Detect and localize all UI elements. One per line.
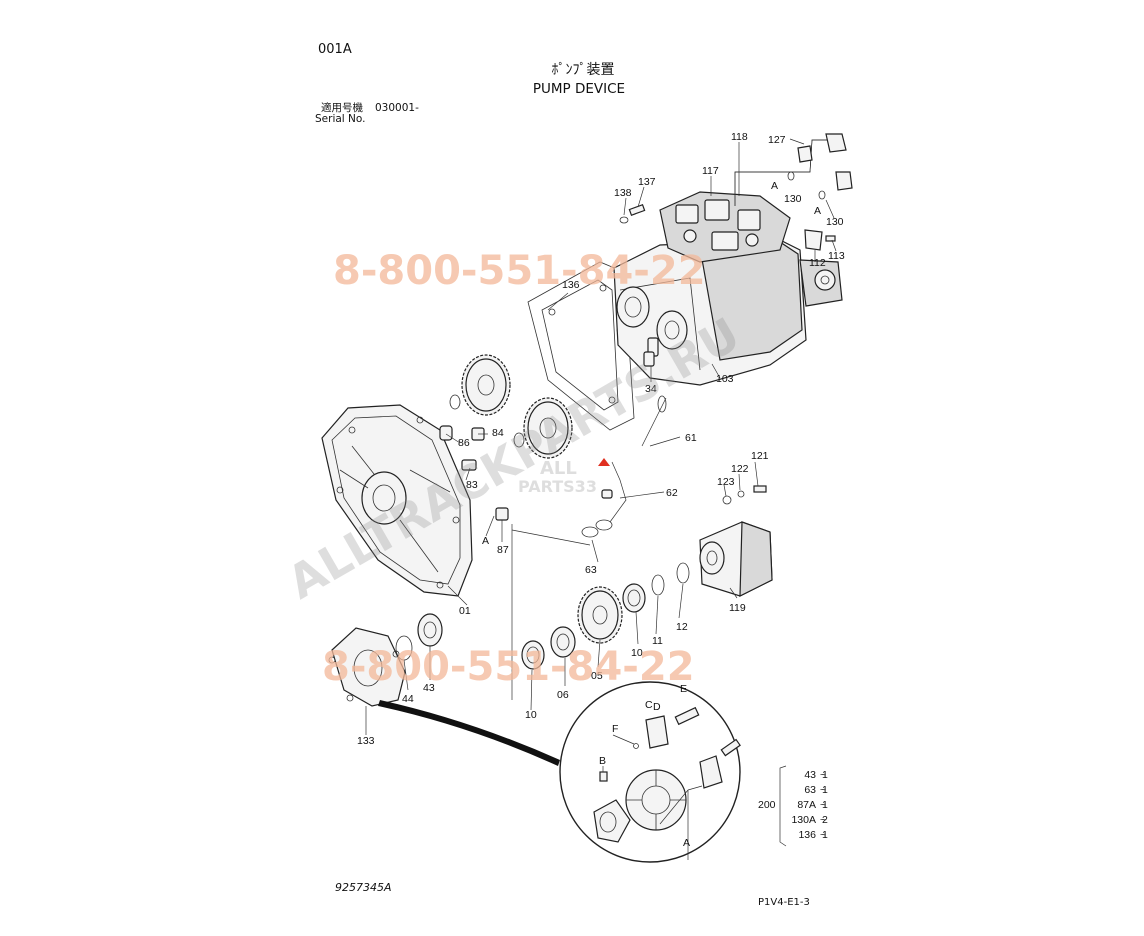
detail-callout-A: A <box>683 837 690 849</box>
callout-86: 86 <box>458 437 470 449</box>
kit-item-sep: ~ <box>820 784 826 796</box>
callout-01: 01 <box>459 605 471 617</box>
detail-view <box>378 681 741 863</box>
callout-127: 127 <box>768 134 786 146</box>
title-english: PUMP DEVICE <box>533 81 625 97</box>
callout-06: 06 <box>557 689 569 701</box>
spline-06 <box>550 626 576 658</box>
gear-pump-119 <box>699 521 773 597</box>
main-pump-assembly <box>527 133 853 431</box>
bearing-10 <box>521 640 545 670</box>
coupling-133 <box>328 613 443 707</box>
detail-callout-E: E <box>680 683 687 695</box>
callout-138: 138 <box>614 187 632 199</box>
callout-83: 83 <box>466 479 478 491</box>
detail-pointer <box>378 700 560 766</box>
gear-05 <box>577 586 623 644</box>
leader-lines <box>365 138 837 735</box>
kit-item-part: 130A <box>791 814 816 826</box>
kit-item-sep: ~ <box>820 814 826 826</box>
detail-callout-F: F <box>612 723 618 735</box>
watermark-logo-mark <box>598 458 610 466</box>
callout-113: 113 <box>828 250 845 262</box>
kit-item-qty: 1 <box>822 799 828 811</box>
detail-callout-B: B <box>599 755 606 767</box>
kit-item-part: 87A <box>797 799 816 811</box>
serial-label: Serial No. <box>315 113 365 125</box>
middle-gear <box>523 397 573 459</box>
callout-119: 119 <box>729 602 746 614</box>
callout-122: 122 <box>731 463 749 475</box>
callout-61: 61 <box>685 432 697 444</box>
callout-34: 34 <box>645 383 657 395</box>
kit-number: 200 <box>758 799 776 811</box>
detail-callout-D: D <box>653 701 661 713</box>
watermark-logo-line1: ALL <box>540 458 577 479</box>
callout-43: 43 <box>423 682 435 694</box>
kit-item-qty: 1 <box>822 769 828 781</box>
callout-A-2: A <box>814 205 821 217</box>
small-fittings <box>722 485 767 505</box>
callout-103: 103 <box>716 373 734 385</box>
watermark-phone-top: 8-800-551-84-22 <box>333 248 706 294</box>
callout-62: 62 <box>666 487 678 499</box>
title-japanese: ﾎﾟﾝﾌﾟ装置 <box>552 62 615 78</box>
callout-A-1: A <box>771 180 778 192</box>
kit-item-part: 63 <box>804 784 816 796</box>
callout-112: 112 <box>809 257 826 269</box>
callout-11: 11 <box>652 635 663 647</box>
detail-callout-C: C <box>645 699 653 711</box>
callout-84: 84 <box>492 427 504 439</box>
callout-10-a: 10 <box>631 647 643 659</box>
callout-130-b: 130 <box>826 216 844 228</box>
watermark-phone-bottom: 8-800-551-84-22 <box>322 644 695 690</box>
callout-137: 137 <box>638 176 656 188</box>
callout-133: 133 <box>357 735 375 747</box>
kit-item-sep: ~ <box>820 829 826 841</box>
callout-12: 12 <box>676 621 688 633</box>
kit-item-sep: ~ <box>820 769 826 781</box>
callout-05: 05 <box>591 670 603 682</box>
callout-44: 44 <box>402 693 414 705</box>
kit-item-qty: 2 <box>822 814 828 826</box>
kit-item-part: 43 <box>804 769 816 781</box>
sheet-reference: P1V4-E1-3 <box>758 897 810 908</box>
callout-136: 136 <box>562 279 580 291</box>
upper-gear <box>461 354 511 416</box>
page-code: 001A <box>318 42 352 57</box>
callout-118: 118 <box>731 131 748 143</box>
callout-130-a: 130 <box>784 193 802 205</box>
callout-A-3: A <box>482 535 489 547</box>
serial-value: 030001- <box>375 102 419 114</box>
kit-item-qty: 1 <box>822 784 828 796</box>
callout-87: 87 <box>497 544 509 556</box>
callout-117: 117 <box>702 165 719 177</box>
kit-item-qty: 1 <box>822 829 828 841</box>
bearing-10b <box>622 583 646 613</box>
drawing-number: 9257345A <box>335 881 392 894</box>
kit-item-part: 136 <box>798 829 816 841</box>
gear-train <box>449 354 690 670</box>
pump-housing <box>321 404 509 597</box>
kit-list <box>779 765 787 847</box>
kit-item-sep: ~ <box>820 799 826 811</box>
callout-121: 121 <box>751 450 769 462</box>
watermark-logo-line2: PARTS33 <box>518 477 597 496</box>
kit-items: 43 ~ 1 63 ~ 1 87A ~ 1 130A ~ 2 136 ~ 1 <box>791 769 828 841</box>
callout-10-b: 10 <box>525 709 537 721</box>
callout-labels: 118 127 117 137 138 A 130 A 130 113 112 … <box>357 131 845 849</box>
callout-63: 63 <box>585 564 597 576</box>
dipstick-61-62 <box>581 395 667 538</box>
callout-123: 123 <box>717 476 735 488</box>
applicable-label: 適用号機 <box>321 101 363 114</box>
